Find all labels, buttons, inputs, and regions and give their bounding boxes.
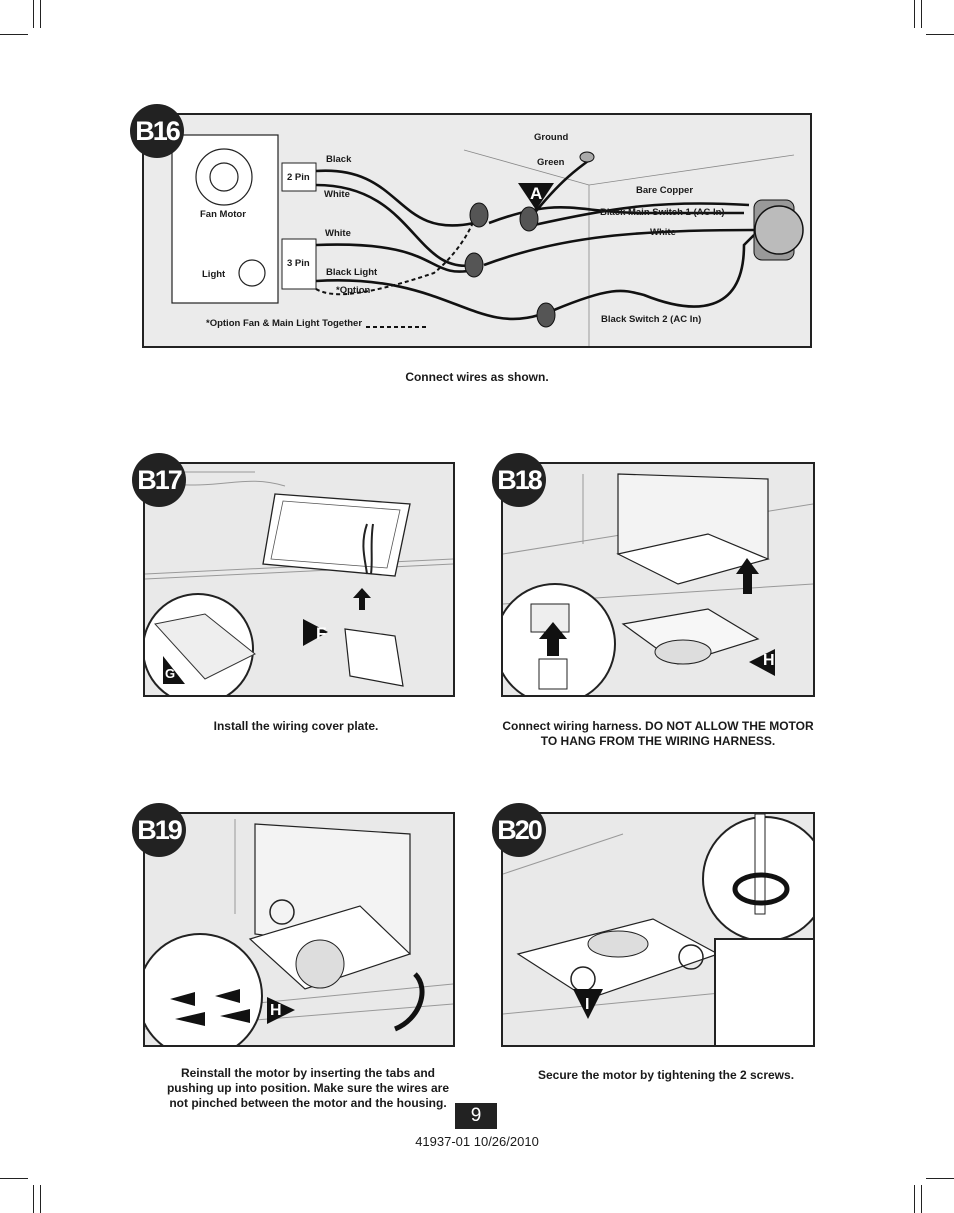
step-badge-b19: B19 <box>132 803 186 857</box>
wire-label-white: White <box>324 189 350 200</box>
step-caption-b19: Reinstall the motor by inserting the tab… <box>166 1066 450 1110</box>
crop-mark <box>0 34 28 35</box>
step-badge-b16: B16 <box>130 104 184 158</box>
illustration-panel-b19: H <box>143 812 455 1047</box>
step-badge-b20: B20 <box>492 803 546 857</box>
illustration-panel-b20: I <box>501 812 815 1047</box>
marker-i: I <box>585 996 590 1013</box>
fan-motor-label: Fan Motor <box>200 209 246 220</box>
crop-mark <box>0 1178 28 1179</box>
crop-mark <box>40 1185 41 1213</box>
wire-label-black-light: Black Light <box>326 267 378 278</box>
crop-mark <box>33 1185 34 1213</box>
step-caption-b18: Connect wiring harness. DO NOT ALLOW THE… <box>502 719 814 748</box>
wire-label-black: Black <box>326 154 352 165</box>
wiring-diagram-panel: A Fan Motor Light 2 Pin 3 Pin Black Whit… <box>142 113 812 348</box>
option-note: *Option Fan & Main Light Together <box>206 318 363 329</box>
switch1-label: Black Main Switch 1 (AC In) <box>600 207 725 218</box>
page-number: 9 <box>455 1103 497 1129</box>
wire-label-white: White <box>325 228 351 239</box>
wiring-diagram-art <box>171 134 804 346</box>
step-caption-b16: Connect wires as shown. <box>405 370 549 384</box>
crop-mark <box>921 1185 922 1213</box>
crop-mark <box>921 0 922 28</box>
green-label: Green <box>537 157 565 168</box>
illustration-panel-b17: F G <box>143 462 455 697</box>
illustration-panel-b18: H <box>501 462 815 697</box>
step-badge-b17: B17 <box>132 453 186 507</box>
marker-f: F <box>316 624 327 643</box>
switch2-label: Black Switch 2 (AC In) <box>601 314 702 325</box>
step-caption-b20: Secure the motor by tightening the 2 scr… <box>537 1068 795 1082</box>
marker-h: H <box>270 1002 282 1019</box>
crop-mark <box>33 0 34 28</box>
crop-mark <box>40 0 41 28</box>
marker-a: A <box>530 184 543 203</box>
wire-label-white: White <box>650 227 676 238</box>
ground-label: Ground <box>534 132 569 143</box>
light-label: Light <box>202 269 226 280</box>
option-label: *Option <box>336 285 371 296</box>
two-pin-label: 2 Pin <box>287 172 310 183</box>
marker-g: G <box>165 666 176 681</box>
three-pin-label: 3 Pin <box>287 258 310 269</box>
crop-mark <box>926 34 954 35</box>
step-badge-b18: B18 <box>492 453 546 507</box>
document-code: 41937-01 10/26/2010 <box>415 1134 539 1149</box>
crop-mark <box>914 0 915 28</box>
crop-mark <box>914 1185 915 1213</box>
crop-mark <box>926 1178 954 1179</box>
bare-copper-label: Bare Copper <box>636 185 694 196</box>
marker-h: H <box>763 652 775 669</box>
step-caption-b17: Install the wiring cover plate. <box>213 719 379 733</box>
